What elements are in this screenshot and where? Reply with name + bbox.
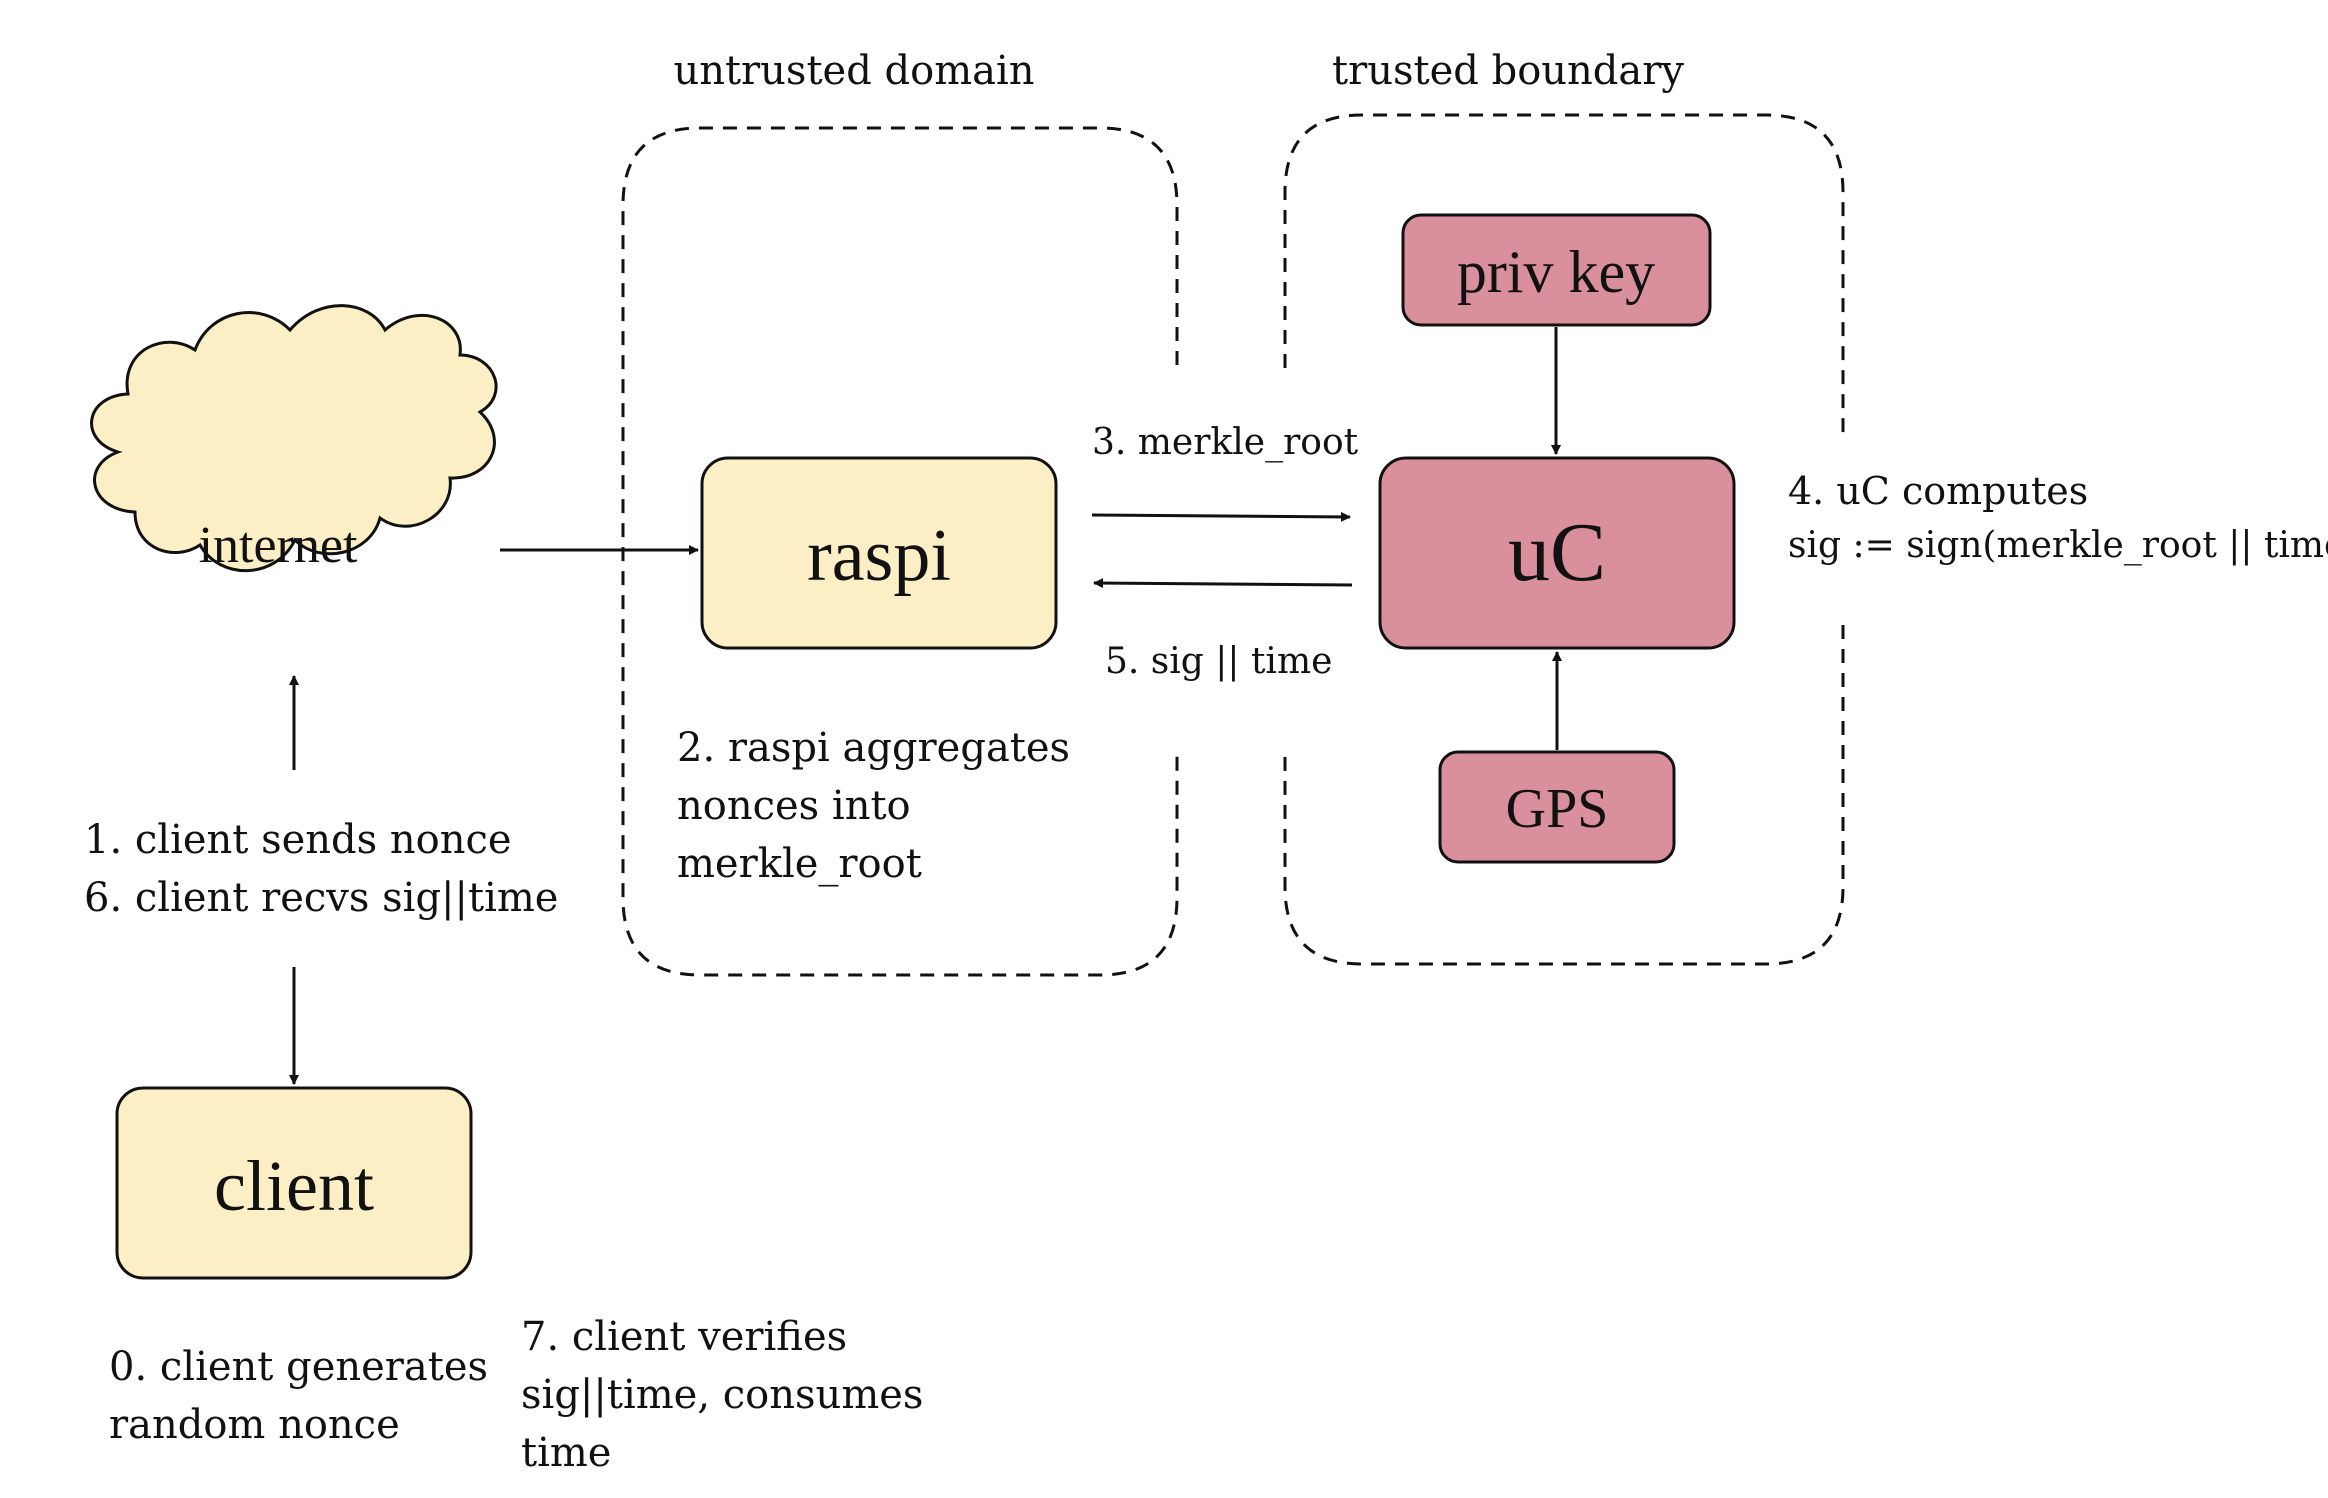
trusted-boundary-label: trusted boundary — [1332, 48, 1684, 94]
client-label: client — [214, 1146, 374, 1226]
arrow-uc-to-raspi — [1093, 578, 1353, 589]
note-step1-line: 1. client sends nonce — [84, 817, 512, 863]
uc-node: uC — [1378, 456, 1736, 650]
uc-label: uC — [1508, 506, 1606, 599]
gps-label: GPS — [1506, 778, 1609, 840]
note-step4-line2: sig := sign(merkle_root || time) — [1788, 525, 2328, 566]
raspi-node: raspi — [700, 456, 1058, 650]
note-step7-line1: 7. client verifies — [521, 1314, 847, 1360]
note-step7-line2: sig||time, consumes — [521, 1372, 923, 1418]
note-step2-line3: merkle_root — [677, 841, 922, 887]
raspi-label: raspi — [807, 515, 951, 597]
note-step0: 0. client generates random nonce — [109, 1344, 488, 1448]
sig-time-edge-label: 5. sig || time — [1105, 641, 1332, 682]
internet-node: internet — [90, 304, 498, 574]
internet-label: internet — [199, 517, 358, 574]
note-step4-line1: 4. uC computes — [1788, 469, 2088, 513]
client-node: client — [115, 1086, 473, 1280]
note-step2: 2. raspi aggregates nonces into merkle_r… — [677, 725, 1070, 887]
merkle-root-edge-label: 3. merkle_root — [1092, 422, 1359, 463]
note-step1-6: 1. client sends nonce 6. client recvs si… — [84, 817, 558, 921]
note-step2-line1: 2. raspi aggregates — [677, 725, 1070, 771]
gps-node: GPS — [1438, 750, 1676, 864]
note-step7-line3: time — [521, 1430, 611, 1476]
cloud-icon — [90, 304, 498, 573]
note-step0-line2: random nonce — [109, 1402, 400, 1448]
note-step2-line2: nonces into — [677, 783, 911, 829]
untrusted-domain-label: untrusted domain — [673, 48, 1034, 94]
note-step6-line: 6. client recvs sig||time — [84, 875, 558, 921]
note-step7: 7. client verifies sig||time, consumes t… — [521, 1314, 923, 1476]
trusted-boundary-region: trusted boundary — [1283, 48, 1845, 966]
note-step4: 4. uC computes sig := sign(merkle_root |… — [1788, 469, 2328, 566]
privkey-label: priv key — [1457, 239, 1655, 305]
note-step0-line1: 0. client generates — [109, 1344, 488, 1390]
privkey-node: priv key — [1401, 213, 1712, 327]
arrow-raspi-to-uc — [1091, 511, 1351, 522]
